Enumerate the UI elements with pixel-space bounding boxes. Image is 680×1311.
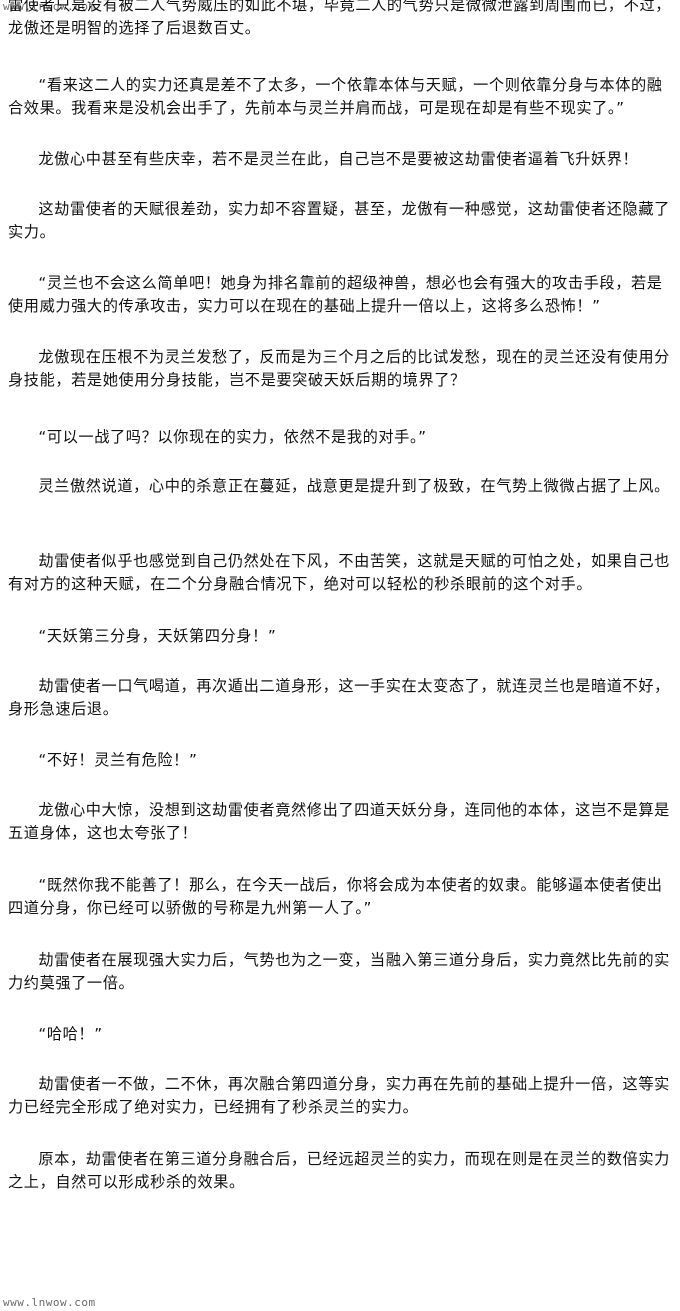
paragraph-5: “灵兰也不会这么简单吧！她身为排名靠前的超级神兽，想必也会有强大的攻击手段，若是… bbox=[8, 274, 663, 315]
paragraph-10: “天妖第三分身，天妖第四分身！” bbox=[38, 627, 277, 645]
paragraph-18: 原本，劫雷使者在第三道分身融合后，已经远超灵兰的实力，而现在则是在灵兰的数倍实力… bbox=[8, 1150, 670, 1191]
paragraph-14: “既然你我不能善了！那么，在今天一战后，你将会成为本使者的奴隶。能够逼本使者使出… bbox=[8, 876, 663, 917]
paragraph-16: “哈哈！” bbox=[38, 1025, 103, 1043]
paragraph-6: 龙傲现在压根不为灵兰发愁了，反而是为三个月之后的比试发愁，现在的灵兰还没有使用分… bbox=[8, 348, 670, 389]
paragraph-17: 劫雷使者一不做，二不休，再次融合第四道分身，实力再在先前的基础上提升一倍，这等实… bbox=[8, 1075, 670, 1116]
paragraph-8: 灵兰傲然说道，心中的杀意正在蔓延，战意更是提升到了极致，在气势上微微占据了上风。 bbox=[38, 477, 670, 495]
watermark-top: www.lnwow.com bbox=[3, 0, 96, 13]
paragraph-13: 龙傲心中大惊，没想到这劫雷使者竟然修出了四道天妖分身，连同他的本体，这岂不是算是… bbox=[8, 801, 670, 842]
paragraph-9: 劫雷使者似乎也感觉到自己仍然处在下风，不由苦笑，这就是天赋的可怕之处，如果自己也… bbox=[8, 552, 670, 593]
paragraph-11: 劫雷使者一口气喝道，再次遁出二道身形，这一手实在太变态了，就连灵兰也是暗道不好，… bbox=[8, 677, 670, 718]
watermark-bottom: www.lnwow.com bbox=[3, 1296, 96, 1309]
paragraph-4: 这劫雷使者的天赋很差劲，实力却不容置疑，甚至，龙傲有一种感觉，这劫雷使者还隐藏了… bbox=[8, 200, 670, 241]
paragraph-12: “不好！灵兰有危险！” bbox=[38, 751, 198, 769]
paragraph-1: 雷使者只是没有被二人气势威压的如此不堪，毕竟二人的气势只是微微泄露到周围而已，不… bbox=[8, 0, 672, 37]
paragraph-7: “可以一战了吗？以你现在的实力，依然不是我的对手。” bbox=[38, 428, 427, 446]
paragraph-15: 劫雷使者在展现强大实力后，气势也为之一变，当融入第三道分身后，实力竟然比先前的实… bbox=[8, 951, 670, 992]
paragraph-3: 龙傲心中甚至有些庆幸，若不是灵兰在此，自己岂不是要被这劫雷使者逼着飞升妖界！ bbox=[38, 150, 639, 168]
paragraph-2: “看来这二人的实力还真是差不了太多，一个依靠本体与天赋，一个则依靠分身与本体的融… bbox=[8, 76, 663, 117]
